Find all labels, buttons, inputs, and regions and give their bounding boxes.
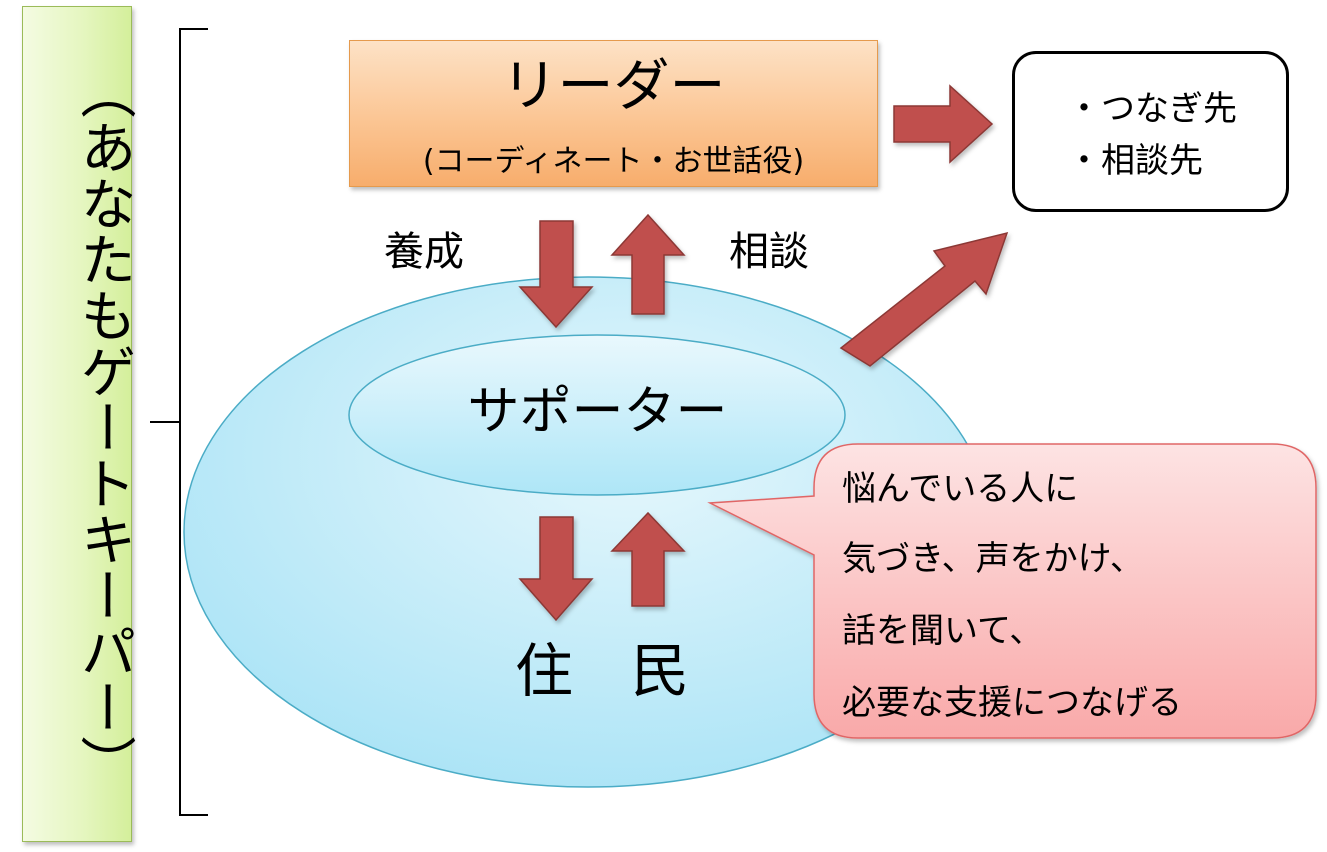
gatekeeper-sidebar: （あなたもゲートキーパー） bbox=[22, 6, 136, 842]
destination-item-consult: ・相談先 bbox=[1067, 141, 1203, 181]
gatekeeper-label: （あなたもゲートキーパー） bbox=[71, 63, 136, 791]
from-residents-up-arrow bbox=[610, 511, 686, 607]
leader-subtitle: (コーディネート・お世話役) bbox=[422, 144, 805, 179]
group-bracket bbox=[150, 28, 208, 816]
to-destination-right-arrow bbox=[893, 84, 994, 164]
leader-title: リーダー bbox=[501, 54, 726, 119]
callout-line-3: 話を聞いて、 bbox=[842, 611, 1044, 651]
destination-item-connect: ・つなぎ先 bbox=[1067, 89, 1237, 129]
callout-bubble bbox=[707, 443, 1317, 739]
callout-line-1: 悩んでいる人に bbox=[842, 469, 1079, 509]
leader-box: リーダー (コーディネート・お世話役) bbox=[349, 40, 878, 187]
supporter-label: サポーター bbox=[467, 382, 728, 442]
consultation-up-arrow bbox=[610, 213, 686, 315]
supporter-ellipse bbox=[348, 334, 846, 496]
consultation-label: 相談 bbox=[729, 229, 809, 275]
to-destination-diagonal-arrow bbox=[839, 231, 1009, 367]
callout-line-2: 気づき、声をかけ、 bbox=[842, 539, 1144, 579]
training-down-arrow bbox=[518, 220, 594, 329]
to-residents-down-arrow bbox=[518, 516, 594, 622]
callout-line-4: 必要な支援につなげる bbox=[842, 683, 1182, 723]
training-label: 養成 bbox=[384, 229, 464, 275]
residents-label: 住 民 bbox=[515, 637, 690, 705]
destination-box: ・つなぎ先 ・相談先 bbox=[1012, 51, 1289, 212]
